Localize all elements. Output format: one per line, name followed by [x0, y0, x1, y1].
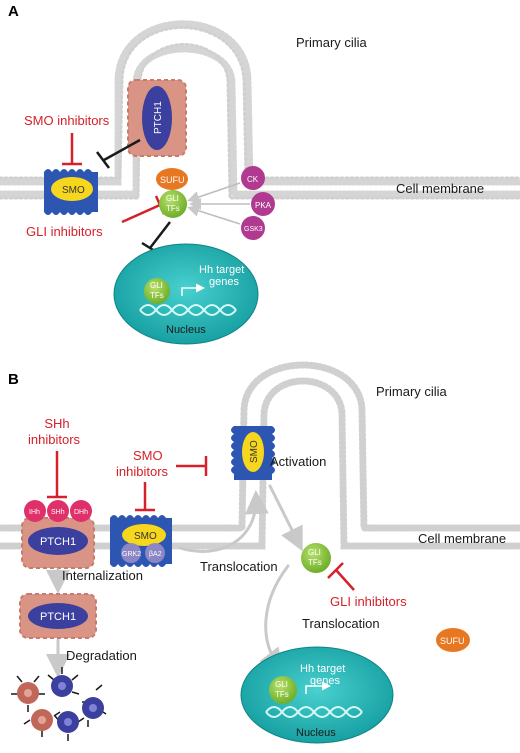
gli-inhibitor-bar-b	[327, 562, 355, 591]
nucleus-b: GLI TFs Hh target genes Nucleus	[240, 646, 394, 744]
shh-label: SHh	[51, 509, 65, 516]
shh-inhibitors-label-2: inhibitors	[28, 432, 81, 447]
nuc-gli-label-b-2: TFs	[275, 690, 289, 699]
gli-label-b-1: GLI	[308, 548, 321, 557]
target-genes-label-b-1: Hh target	[300, 663, 345, 675]
nuc-gli-label-a-2: TFs	[150, 291, 164, 300]
nucleus-label-b: Nucleus	[296, 727, 336, 739]
primary-cilia-label-a: Primary cilia	[296, 35, 368, 50]
translocation-label-1: Translocation	[200, 559, 278, 574]
nuc-gli-label-b-1: GLI	[275, 680, 288, 689]
cell-membrane-label-b: Cell membrane	[418, 531, 506, 546]
shh-inhibitor-bar	[47, 451, 67, 499]
dhh-label: DHh	[74, 509, 88, 516]
primary-cilia-label-b: Primary cilia	[376, 384, 448, 399]
panel-a-letter: A	[8, 3, 19, 20]
dna-helix-a	[139, 304, 237, 316]
smo-label-b: SMO	[134, 531, 157, 542]
sufu-gli-complex-a: SUFU GLI TFs	[156, 168, 188, 218]
degradation-label: Degradation	[66, 648, 137, 663]
ptch1-label-a: PTCH1	[153, 101, 164, 134]
gli-tfs-b: GLI TFs	[301, 543, 331, 573]
smo-inhibitors-label-b-2: inhibitors	[116, 464, 169, 479]
target-genes-label-a-2: genes	[209, 276, 239, 288]
sufu-label-a: SUFU	[160, 175, 185, 185]
smo-inhibitors-label-b-1: SMO	[133, 448, 163, 463]
smo-active-label: SMO	[249, 440, 260, 463]
ihh-label: IHh	[29, 509, 40, 516]
dna-helix-b	[265, 706, 363, 718]
smo-receptor-a: SMO	[44, 169, 98, 215]
nucleus-label-a: Nucleus	[166, 324, 206, 336]
target-genes-label-a-1: Hh target	[199, 264, 244, 276]
ptch1-ligand-complex-b: IHh SHh DHh PTCH1	[21, 500, 95, 569]
sufu-b: SUFU	[436, 628, 470, 652]
panel-b-letter: B	[8, 371, 19, 388]
ptch1-degraded-label: PTCH1	[40, 611, 76, 623]
ptch1-label-b: PTCH1	[40, 536, 76, 548]
gli-inhibitor-bar-a	[121, 195, 166, 224]
target-genes-label-b-2: genes	[310, 675, 340, 687]
internalization-label: Internalization	[62, 568, 143, 583]
sufu-label-b: SUFU	[440, 636, 465, 646]
shh-inhibitors-label-1: SHh	[44, 416, 69, 431]
grk2-label: GRK2	[122, 551, 141, 558]
pka-label: PKA	[255, 201, 272, 210]
smo-inhibitor-bar-a	[62, 133, 82, 166]
ck-label: CK	[247, 175, 259, 184]
gli-label-a-1: GLI	[166, 194, 179, 203]
ptch1-receptor-a: PTCH1	[127, 79, 187, 157]
activation-label: Activation	[270, 454, 326, 469]
gsk3-label: GSK3	[244, 226, 263, 233]
cell-membrane-label-a: Cell membrane	[396, 181, 484, 196]
smo-receptor-b: SMO GRK2 βA2	[110, 515, 172, 567]
smo-label-a: SMO	[62, 185, 85, 196]
degradation-fragments	[11, 667, 107, 741]
smo-inhibitors-label-a: SMO inhibitors	[24, 113, 110, 128]
ptch1-inhibits-smo	[96, 138, 141, 169]
gli-inhibitors-label-a: GLI inhibitors	[26, 224, 103, 239]
gli-label-a-2: TFs	[166, 204, 180, 213]
smo-inhibitor-bar-b	[135, 482, 155, 512]
translocation-label-2: Translocation	[302, 616, 380, 631]
beta-a2-label: βA2	[149, 551, 162, 558]
membrane-b	[0, 361, 520, 550]
smo-inhibitor-bar-active	[176, 456, 208, 476]
gli-label-b-2: TFs	[308, 558, 322, 567]
nucleus-a: GLI TFs Hh target genes Nucleus	[113, 243, 259, 345]
kinases-a: CK PKA GSK3	[187, 166, 275, 240]
gli-inhibitors-label-b: GLI inhibitors	[330, 594, 407, 609]
nuc-gli-label-a-1: GLI	[150, 281, 163, 290]
smo-active: SMO	[231, 426, 275, 480]
ptch1-degraded: PTCH1	[19, 593, 97, 639]
